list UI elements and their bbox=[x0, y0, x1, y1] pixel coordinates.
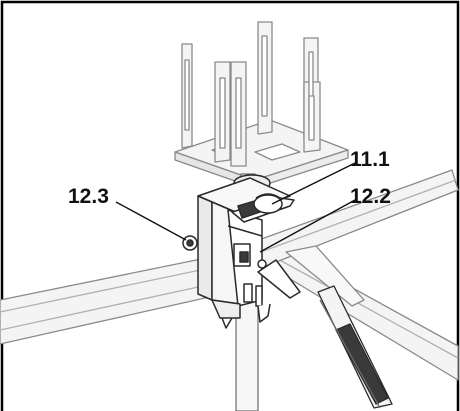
callout-12-2: 12.2 bbox=[350, 185, 391, 208]
tripod-legs bbox=[0, 169, 459, 381]
clamp-side-left bbox=[197, 195, 213, 301]
latch bbox=[257, 259, 301, 299]
leader-11-1 bbox=[271, 162, 356, 205]
diagonal-strut bbox=[317, 285, 393, 409]
clamp-assembly bbox=[182, 174, 301, 329]
callout-12-3: 12.3 bbox=[68, 185, 109, 208]
platform-cutout bbox=[254, 143, 301, 161]
leader-12-3 bbox=[115, 201, 187, 241]
leader-12-2 bbox=[259, 199, 356, 253]
top-platform bbox=[174, 21, 349, 189]
leader-lines bbox=[115, 162, 356, 253]
callout-11-1: 11.1 bbox=[350, 148, 390, 171]
